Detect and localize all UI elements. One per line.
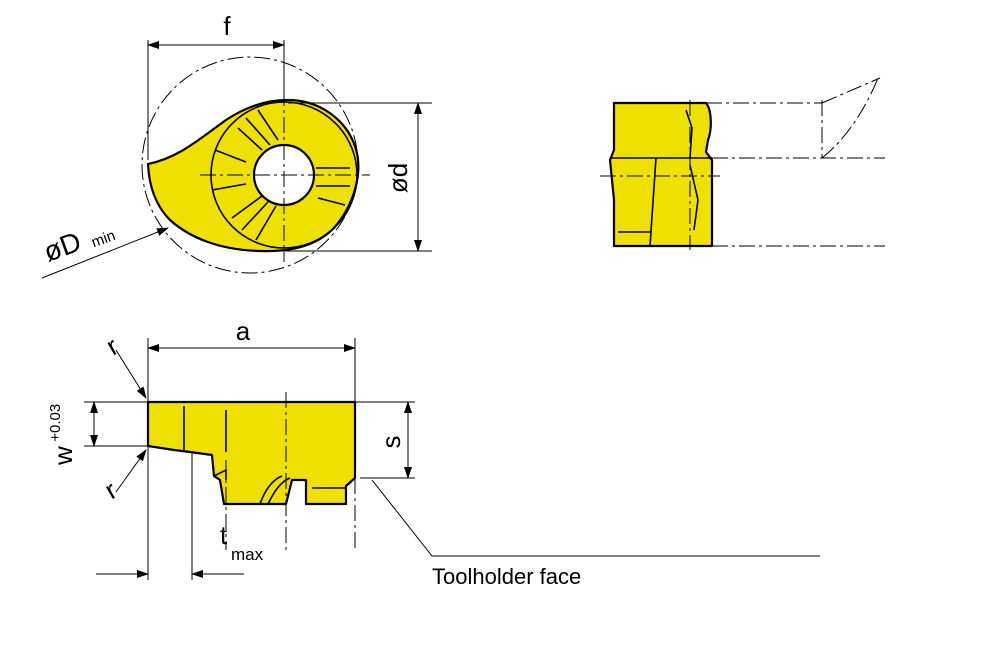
front-view: f ød øD min <box>39 11 432 279</box>
insert-side-body <box>608 101 714 248</box>
side-view <box>600 77 885 250</box>
label-s: s <box>376 436 406 449</box>
label-toolholder-face: Toolholder face <box>432 564 581 589</box>
label-t-max: t max <box>220 520 264 564</box>
label-a: a <box>236 316 251 346</box>
chip-grooves <box>211 109 350 241</box>
label-d-min: øD min <box>39 214 117 268</box>
label-r-bottom: r <box>99 475 122 505</box>
label-r-top: r <box>101 331 124 361</box>
label-f: f <box>223 11 231 41</box>
bottom-view: a r r w +0.03 s t max Toolholder face <box>47 316 820 589</box>
label-w: w +0.03 <box>47 404 78 466</box>
label-d: ød <box>383 163 413 193</box>
